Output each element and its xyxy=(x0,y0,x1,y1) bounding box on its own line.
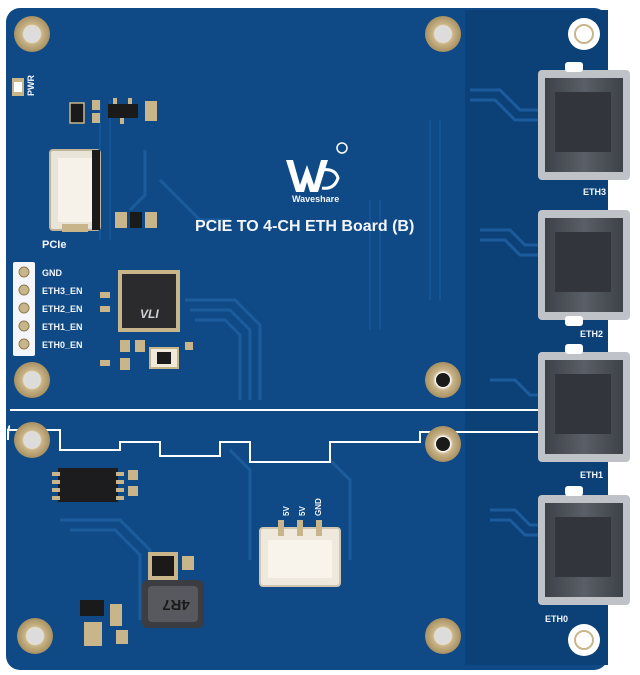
flash-chip xyxy=(52,468,138,502)
pin-label-eth1-en: ETH1_EN xyxy=(42,322,83,332)
pwr-label: PWR xyxy=(26,75,36,96)
enable-pins xyxy=(18,266,30,350)
regulator-components xyxy=(80,552,194,646)
inductor-marking: 4R7 xyxy=(162,596,190,613)
power-pin-label-5v-b: 5V xyxy=(298,506,307,516)
mounting-holes xyxy=(14,16,600,656)
pin-label-eth0-en: ETH0_EN xyxy=(42,340,83,350)
rj45-port-eth2 xyxy=(538,210,630,326)
power-inductor: 4R7 xyxy=(142,580,204,628)
pcie-fpc-connector xyxy=(49,149,101,232)
power-pin-label-5v-a: 5V xyxy=(282,506,291,516)
pcie-label: PCIe xyxy=(42,239,66,251)
pin-label-eth3-en: ETH3_EN xyxy=(42,286,83,296)
rj45-port-eth3 xyxy=(538,62,630,180)
power-pin-label-gnd: GND xyxy=(314,498,323,516)
pin-label-gnd: GND xyxy=(42,268,63,278)
waveshare-logo: Waveshare xyxy=(286,142,348,204)
chip-marking: VLI xyxy=(140,307,159,321)
power-connector xyxy=(259,520,341,587)
pcb-traces xyxy=(60,88,545,620)
board-title: PCIE TO 4-CH ETH Board (B) xyxy=(195,218,414,235)
port-label-eth2: ETH2 xyxy=(580,329,603,339)
pin-label-eth2-en: ETH2_EN xyxy=(42,304,83,314)
port-label-eth1: ETH1 xyxy=(580,470,603,480)
smd-components-top xyxy=(69,98,157,124)
rj45-port-eth1 xyxy=(538,344,630,462)
port-label-eth0: ETH0 xyxy=(545,614,568,624)
board-split-line-lower xyxy=(7,425,545,463)
brand-label: Waveshare xyxy=(292,194,339,204)
port-label-eth3: ETH3 xyxy=(583,187,606,197)
rj45-port-eth0 xyxy=(538,486,630,605)
pcie-switch-chip: VLI xyxy=(118,270,180,332)
pcb-body xyxy=(6,8,608,670)
